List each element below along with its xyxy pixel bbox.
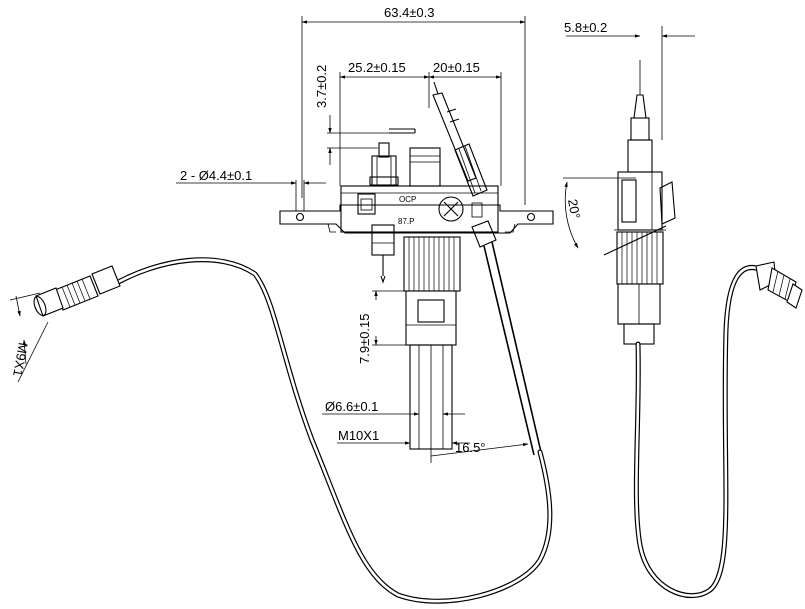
spark-electrode <box>369 128 416 284</box>
mounting-bracket <box>279 204 554 234</box>
dim-inlet-thread: M10X1 <box>337 428 470 445</box>
inlet-thread-label: M10X1 <box>338 428 379 443</box>
mount-holes-label: 2 - Ø4.4±0.1 <box>180 168 252 183</box>
inlet-diameter-label: Ø6.6±0.1 <box>325 399 378 414</box>
side-cable-fitting <box>755 261 803 309</box>
dim-overall-width: 63.4±0.3 <box>301 5 526 205</box>
dim-height-offset: 3.7±0.2 <box>314 65 390 165</box>
side-tilt-label: 20° <box>565 198 583 220</box>
bracket-offset-label: 25.2±0.15 <box>348 60 406 75</box>
body-mark-2: 87.P <box>398 217 414 226</box>
overall-width-label: 63.4±0.3 <box>384 5 435 20</box>
side-width-label: 5.8±0.2 <box>564 20 607 35</box>
electrode-offset-label: 20±0.15 <box>433 60 480 75</box>
body-mark-1: OCP <box>399 195 416 204</box>
cable-thread-label: M9X1 <box>10 341 31 377</box>
side-view: 5.8±0.2 20° <box>563 20 695 345</box>
dim-nut-height: 7.9±0.15 <box>357 290 410 364</box>
dim-offsets: 25.2±0.15 20±0.15 <box>339 60 502 186</box>
screw-icon <box>438 196 464 222</box>
height-offset-label: 3.7±0.2 <box>314 65 329 108</box>
thermocouple-cable-side <box>633 261 803 599</box>
electrode-angle-label: 16.5° <box>455 440 486 455</box>
pilot-hood <box>409 147 441 187</box>
nut-height-label: 7.9±0.15 <box>357 313 372 364</box>
thermocouple-cable-front <box>33 257 553 604</box>
pilot-body: OCP 87.P <box>340 185 499 233</box>
dim-inlet-diameter: Ø6.6±0.1 <box>322 399 465 416</box>
dim-mount-holes: 2 - Ø4.4±0.1 <box>176 168 326 211</box>
cable-fitting <box>33 265 121 317</box>
thermocouple-probe <box>432 81 542 456</box>
dim-electrode-angle: 16.5° <box>430 440 529 463</box>
dim-cable-thread: M9X1 <box>9 292 49 383</box>
ribbed-connector <box>403 236 461 450</box>
front-view: OCP 87.P <box>176 5 554 463</box>
